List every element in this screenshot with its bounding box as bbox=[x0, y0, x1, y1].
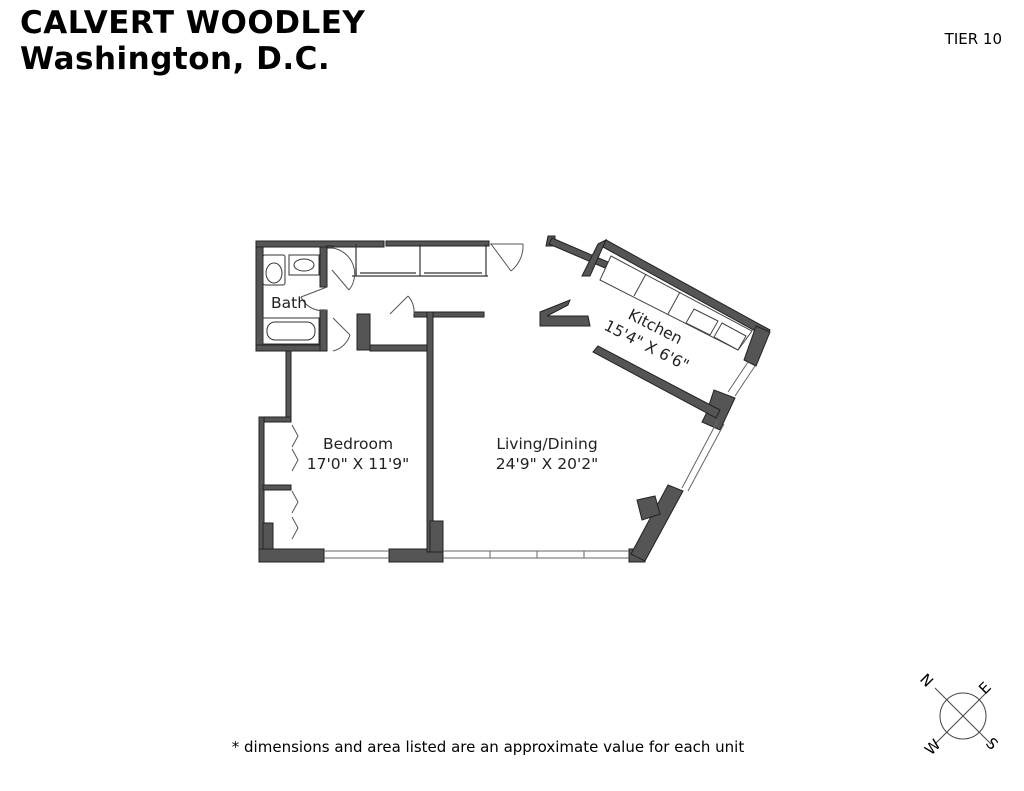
wall-bath-east-bottom bbox=[319, 309, 328, 352]
wall-north-2 bbox=[385, 240, 490, 247]
windows bbox=[324, 361, 756, 559]
wall-kitchen-counter bbox=[592, 345, 721, 419]
wall-corner-nub bbox=[326, 245, 334, 249]
compass-s: S bbox=[982, 734, 1001, 753]
sink-icon bbox=[288, 254, 320, 276]
wall-bedroom-east bbox=[426, 311, 434, 553]
tier-label: TIER 10 bbox=[944, 30, 1002, 48]
wall-east-corner bbox=[743, 325, 771, 367]
wall-closet-stub bbox=[262, 522, 274, 550]
wall-bedroom-west bbox=[285, 350, 292, 418]
stove-icon bbox=[713, 322, 747, 351]
wall-closet-divider bbox=[262, 484, 292, 491]
title-block: CALVERT WOODLEY Washington, D.C. bbox=[20, 5, 366, 77]
kitchen-sink-icon bbox=[685, 308, 719, 336]
wall-living-north bbox=[413, 311, 485, 318]
compass-n: N bbox=[916, 670, 937, 691]
wall-bath-east-top bbox=[319, 246, 328, 288]
footnote: * dimensions and area listed are an appr… bbox=[231, 738, 745, 756]
wall-kitchen-stub bbox=[581, 238, 608, 277]
north-closets bbox=[352, 244, 488, 277]
compass-w: W bbox=[921, 735, 944, 758]
wall-kitchen-peninsula bbox=[539, 299, 591, 327]
compass-icon: N E S W bbox=[916, 670, 1001, 759]
bedroom-label: Bedroom bbox=[323, 435, 393, 453]
wall-southeast-notch bbox=[636, 495, 661, 521]
wall-south-1 bbox=[258, 548, 325, 563]
living-dims: 24'9" X 20'2" bbox=[496, 455, 598, 473]
building-name: CALVERT WOODLEY bbox=[20, 5, 366, 41]
wall-interior-stub bbox=[356, 313, 371, 351]
kitchen-fixtures bbox=[599, 255, 753, 351]
wall-bath-west bbox=[255, 240, 264, 352]
exterior-walls bbox=[255, 235, 771, 563]
bathtub-icon bbox=[262, 317, 320, 345]
doors bbox=[291, 243, 524, 540]
room-labels: Bath Bedroom 17'0" X 11'9" Living/Dining… bbox=[271, 294, 692, 473]
bath-label: Bath bbox=[271, 294, 307, 312]
wall-bedroom-north bbox=[369, 344, 433, 352]
wall-north-1 bbox=[255, 240, 385, 248]
city-name: Washington, D.C. bbox=[20, 40, 331, 77]
living-label: Living/Dining bbox=[496, 435, 597, 453]
toilet-icon bbox=[262, 254, 286, 286]
wall-bath-south bbox=[255, 344, 328, 352]
bath-fixtures bbox=[262, 254, 320, 345]
wall-bedroom-east-foot bbox=[429, 520, 444, 553]
compass-e: E bbox=[975, 678, 994, 697]
wall-southeast bbox=[630, 484, 684, 562]
bedroom-dims: 17'0" X 11'9" bbox=[307, 455, 409, 473]
